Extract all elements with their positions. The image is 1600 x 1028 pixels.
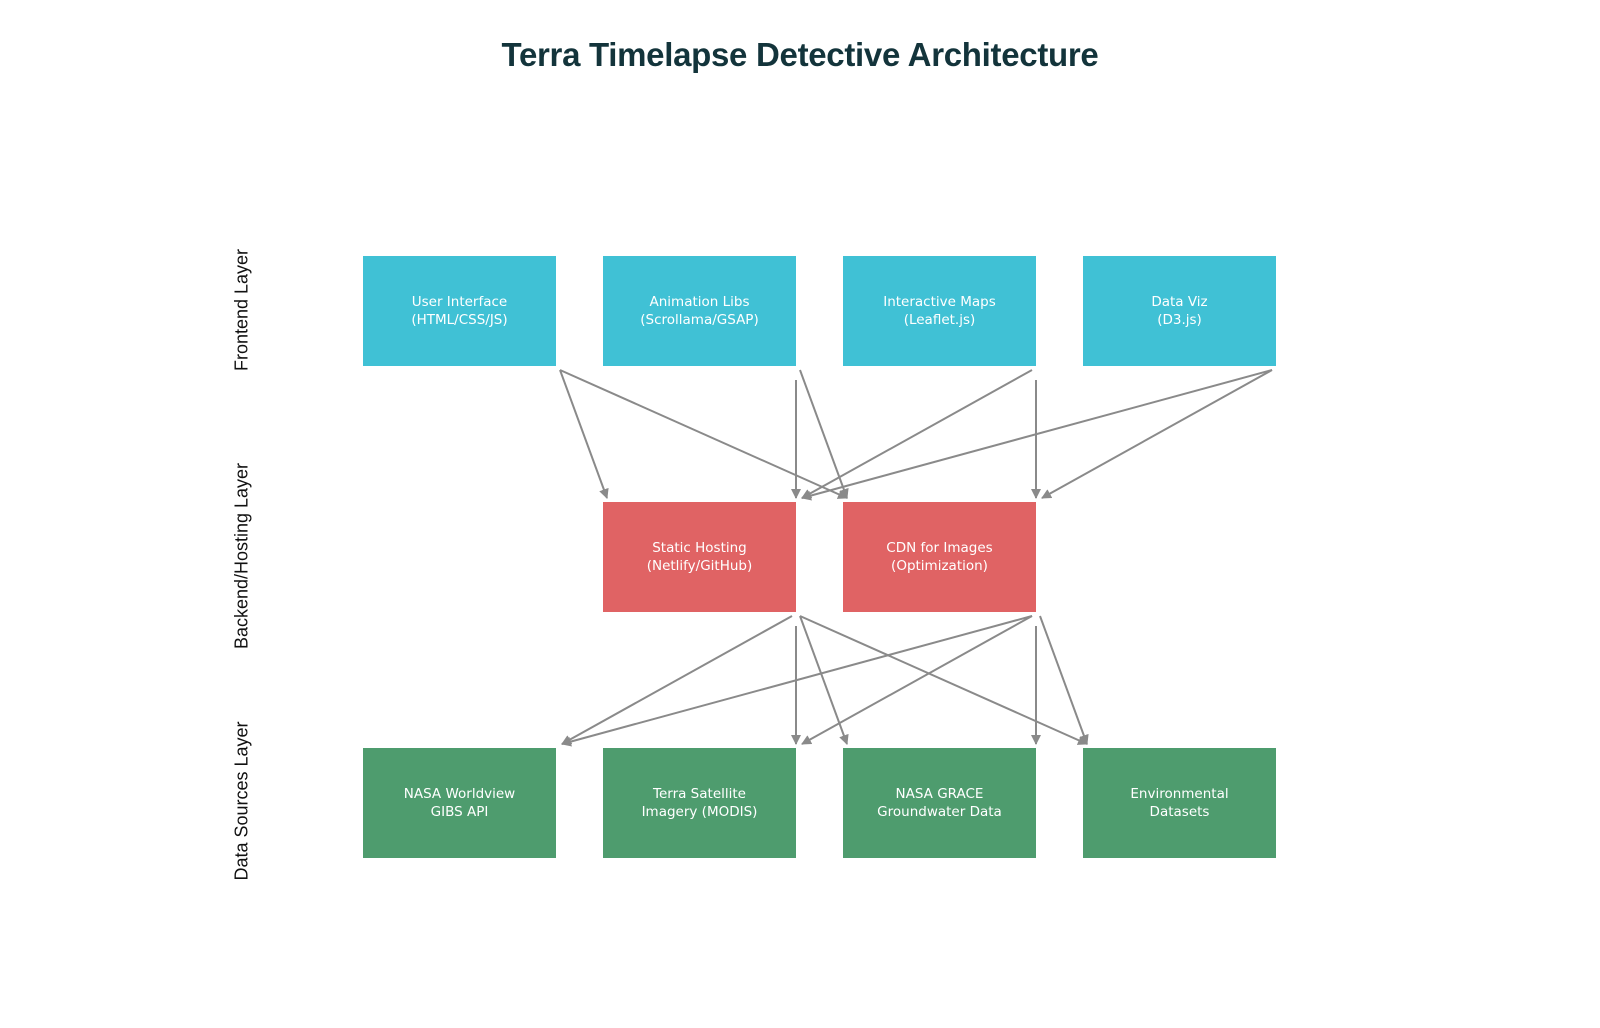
node-terra-satellite-imagery-sublabel: Imagery (MODIS)	[641, 804, 758, 820]
layer-label-frontend: Frontend Layer	[231, 248, 252, 372]
node-interactive-maps-label: Interactive Maps	[883, 294, 996, 310]
node-terra-satellite-imagery: Terra Satellite Imagery (MODIS)	[603, 748, 796, 858]
node-static-hosting-sublabel: (Netlify/GitHub)	[646, 558, 753, 574]
node-environmental-datasets-sublabel: Datasets	[1149, 804, 1210, 820]
node-user-interface-label: User Interface	[411, 294, 508, 310]
node-static-hosting-label: Static Hosting	[652, 540, 747, 556]
node-data-viz-sublabel: (D3.js)	[1157, 312, 1202, 328]
edge-dataviz-to-cdn	[1041, 369, 1273, 499]
node-animation-libs-sublabel: (Scrollama/GSAP)	[640, 312, 759, 328]
edge-cdn-to-gibs	[561, 615, 1033, 747]
node-nasa-worldview-gibs: NASA Worldview GIBS API	[363, 748, 556, 858]
edge-dataviz-to-hosting	[801, 369, 1273, 501]
node-static-hosting: Static Hosting (Netlify/GitHub)	[603, 502, 796, 612]
node-user-interface-sublabel: (HTML/CSS/JS)	[411, 312, 508, 328]
node-animation-libs: Animation Libs (Scrollama/GSAP)	[603, 256, 796, 366]
node-environmental-datasets-label: Environmental	[1130, 786, 1229, 802]
node-interactive-maps-sublabel: (Leaflet.js)	[903, 312, 976, 328]
node-nasa-worldview-gibs-label: NASA Worldview	[403, 786, 516, 802]
node-user-interface: User Interface (HTML/CSS/JS)	[363, 256, 556, 366]
node-cdn-for-images-sublabel: (Optimization)	[891, 558, 988, 574]
node-environmental-datasets: Environmental Datasets	[1083, 748, 1276, 858]
node-data-viz-label: Data Viz	[1151, 294, 1208, 310]
edge-cdn-to-modis	[801, 615, 1033, 745]
edge-hosting-to-grace	[799, 615, 849, 745]
node-data-viz: Data Viz (D3.js)	[1083, 256, 1276, 366]
edge-cdn-to-envdata	[1039, 615, 1089, 745]
node-cdn-for-images: CDN for Images (Optimization)	[843, 502, 1036, 612]
layer-label-data-sources: Data Sources Layer	[231, 721, 252, 881]
layer-label-backend: Backend/Hosting Layer	[231, 462, 252, 650]
page-title: Terra Timelapse Detective Architecture	[501, 36, 1099, 73]
node-interactive-maps: Interactive Maps (Leaflet.js)	[843, 256, 1036, 366]
node-nasa-worldview-gibs-sublabel: GIBS API	[430, 804, 489, 820]
node-nasa-grace-groundwater-sublabel: Groundwater Data	[877, 804, 1002, 820]
edge-maps-to-hosting	[801, 369, 1033, 499]
edge-ui-to-cdn	[559, 369, 848, 499]
node-nasa-grace-groundwater: NASA GRACE Groundwater Data	[843, 748, 1036, 858]
edge-hosting-to-gibs	[561, 615, 793, 745]
edge-anim-to-cdn	[799, 369, 849, 499]
edge-ui-to-hosting	[559, 369, 609, 499]
node-terra-satellite-imagery-label: Terra Satellite	[653, 786, 746, 802]
edge-hosting-to-envdata	[799, 615, 1088, 745]
node-nasa-grace-groundwater-label: NASA GRACE	[895, 786, 984, 802]
node-cdn-for-images-label: CDN for Images	[886, 540, 993, 556]
node-animation-libs-label: Animation Libs	[649, 294, 750, 310]
